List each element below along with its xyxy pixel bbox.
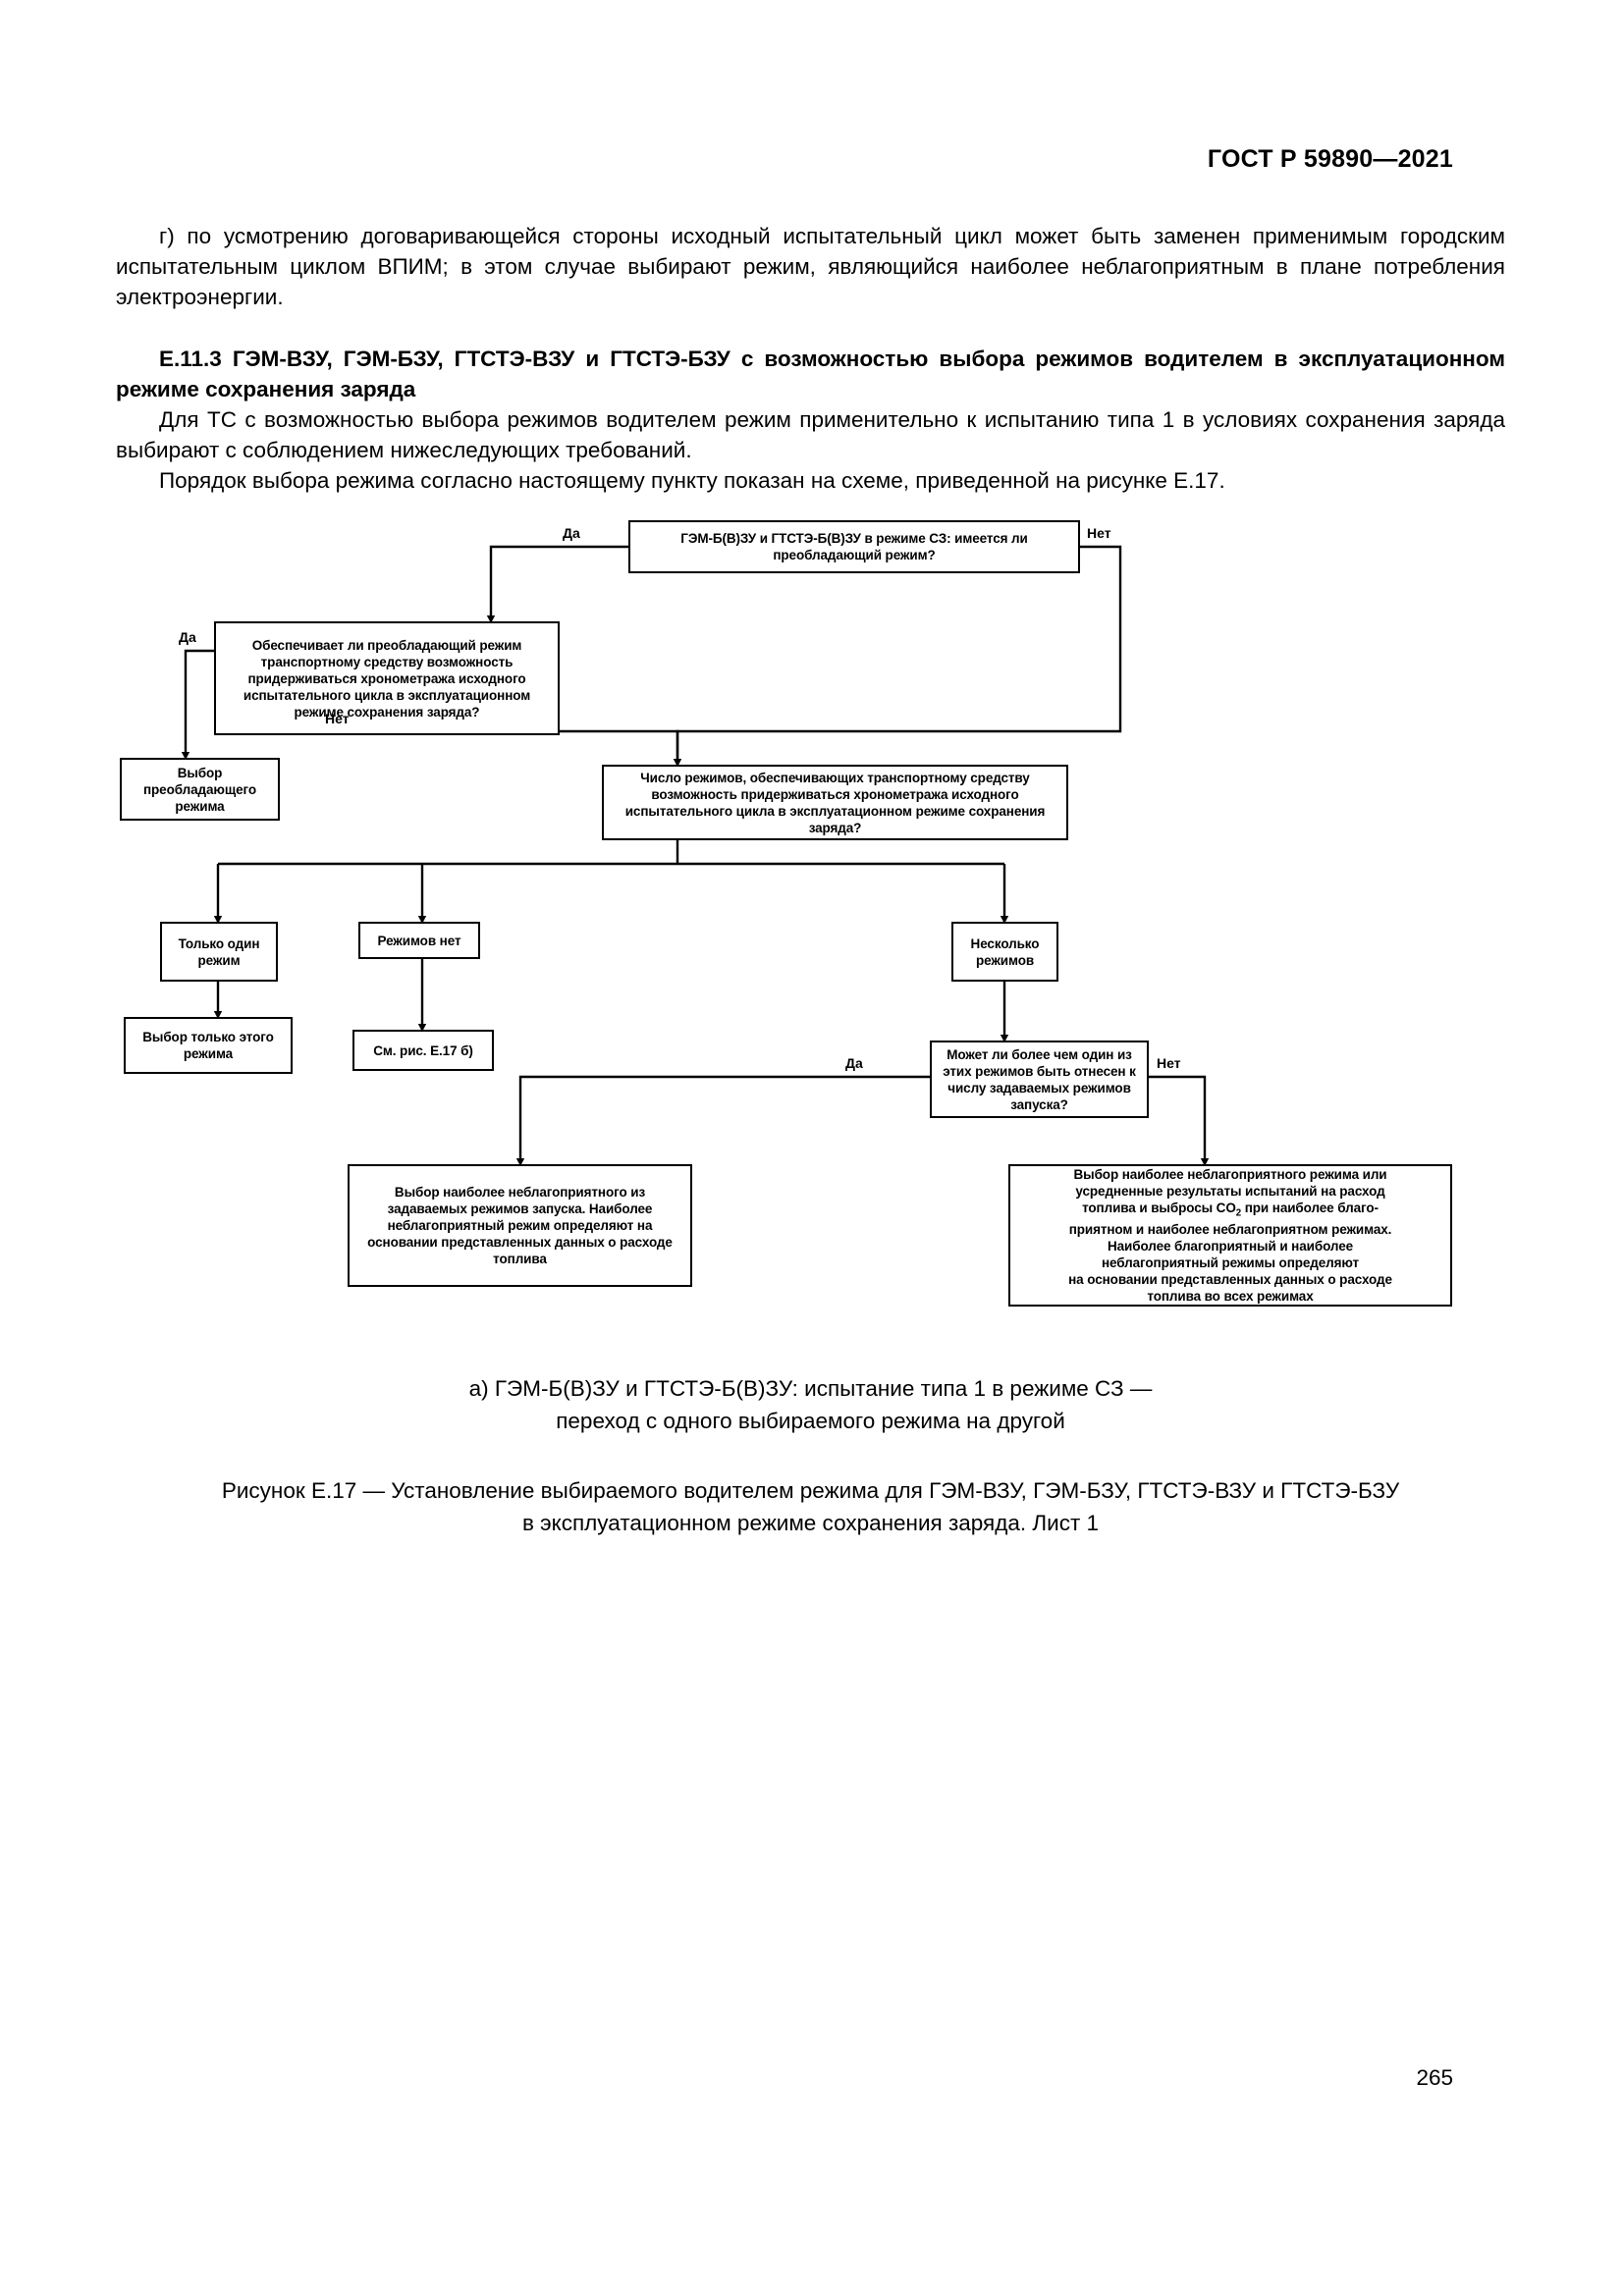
section-heading-text: Е.11.3 ГЭМ-ВЗУ, ГЭМ-БЗУ, ГТСТЭ-ВЗУ и ГТС…	[116, 347, 1505, 401]
edge-label-no-start-modes: Нет	[1157, 1055, 1181, 1071]
worst-or-avg-line-2: усредненные результаты испытаний на расх…	[1075, 1183, 1385, 1199]
paragraph-2: Порядок выбора режима согласно настоящем…	[116, 465, 1505, 496]
node-question-start-modes: Может ли более чем один из этих режимов …	[930, 1041, 1149, 1118]
edge-label-no-timing: Нет	[325, 711, 350, 726]
node-result-no-modes: Режимов нет	[358, 922, 480, 959]
node-question-timing: Обеспечивает ли преобладающий режим тран…	[214, 621, 560, 735]
paragraph-1: Для ТС с возможностью выбора режимов вод…	[116, 404, 1505, 465]
paragraph-2-text: Порядок выбора режима согласно настоящем…	[159, 468, 1225, 493]
edge-label-yes-start-modes: Да	[845, 1055, 863, 1071]
paragraph-g-text: г) по усмотрению договаривающейся сторон…	[116, 224, 1505, 309]
node-result-see-figure-e17b: См. рис. Е.17 б)	[352, 1030, 494, 1071]
worst-or-avg-line-3: топлива и выбросы CO2 при наиболее благо…	[1082, 1200, 1379, 1222]
node-result-choose-prevailing: Выбор преобладающего режима	[120, 758, 280, 821]
figure-subcaption-line-2: переход с одного выбираемого режима на д…	[556, 1409, 1065, 1433]
worst-or-avg-line-8: топлива во всех режимах	[1147, 1289, 1314, 1305]
edge-label-yes-timing: Да	[179, 629, 196, 645]
worst-or-avg-line-3c: при наиболее благо-	[1241, 1200, 1379, 1215]
worst-or-avg-line-3a: топлива и выбросы CO	[1082, 1200, 1236, 1215]
worst-or-avg-line-1: Выбор наиболее неблагоприятного режима и…	[1073, 1166, 1387, 1182]
page-number: 265	[1416, 2065, 1453, 2090]
node-result-several-modes: Несколько режимов	[951, 922, 1058, 982]
worst-or-avg-line-4: приятном и наиболее неблагоприятном режи…	[1068, 1222, 1392, 1238]
figure-subcaption: а) ГЭМ-Б(В)ЗУ и ГТСТЭ-Б(В)ЗУ: испытание …	[116, 1372, 1505, 1437]
node-result-worst-start-mode: Выбор наиболее неблагоприятного из задав…	[348, 1164, 692, 1287]
figure-subcaption-line-1: а) ГЭМ-Б(В)ЗУ и ГТСТЭ-Б(В)ЗУ: испытание …	[468, 1376, 1153, 1401]
worst-or-avg-line-6: неблагоприятный режимы определяют	[1101, 1255, 1360, 1271]
paragraph-g: г) по усмотрению договаривающейся сторон…	[116, 221, 1505, 312]
node-result-worst-or-averaged: Выбор наиболее неблагоприятного режима и…	[1008, 1164, 1452, 1307]
paragraph-1-text: Для ТС с возможностью выбора режимов вод…	[116, 407, 1505, 462]
figure-caption-line-2: в эксплуатационном режиме сохранения зар…	[521, 1511, 1100, 1535]
co2-subscript: 2	[1235, 1207, 1242, 1219]
node-result-only-one-mode: Только один режим	[160, 922, 278, 982]
worst-or-avg-line-5: Наиболее благоприятный и наиболее	[1107, 1239, 1354, 1255]
node-result-choose-only-mode: Выбор только этого режима	[124, 1017, 293, 1074]
edge-label-yes-prevailing: Да	[563, 525, 580, 541]
section-heading: Е.11.3 ГЭМ-ВЗУ, ГЭМ-БЗУ, ГТСТЭ-ВЗУ и ГТС…	[116, 344, 1505, 404]
figure-caption: Рисунок Е.17 — Установление выбираемого …	[116, 1474, 1505, 1539]
worst-or-avg-line-7: на основании представленных данных о рас…	[1068, 1272, 1392, 1288]
node-question-mode-count: Число режимов, обеспечивающих транспортн…	[602, 765, 1068, 840]
node-question-prevailing-mode: ГЭМ-Б(В)ЗУ и ГТСТЭ-Б(В)ЗУ в режиме СЗ: и…	[628, 520, 1080, 573]
page-header: ГОСТ Р 59890—2021	[1207, 145, 1453, 173]
edge-label-no-prevailing: Нет	[1087, 525, 1111, 541]
figure-caption-line-1: Рисунок Е.17 — Установление выбираемого …	[221, 1478, 1400, 1503]
